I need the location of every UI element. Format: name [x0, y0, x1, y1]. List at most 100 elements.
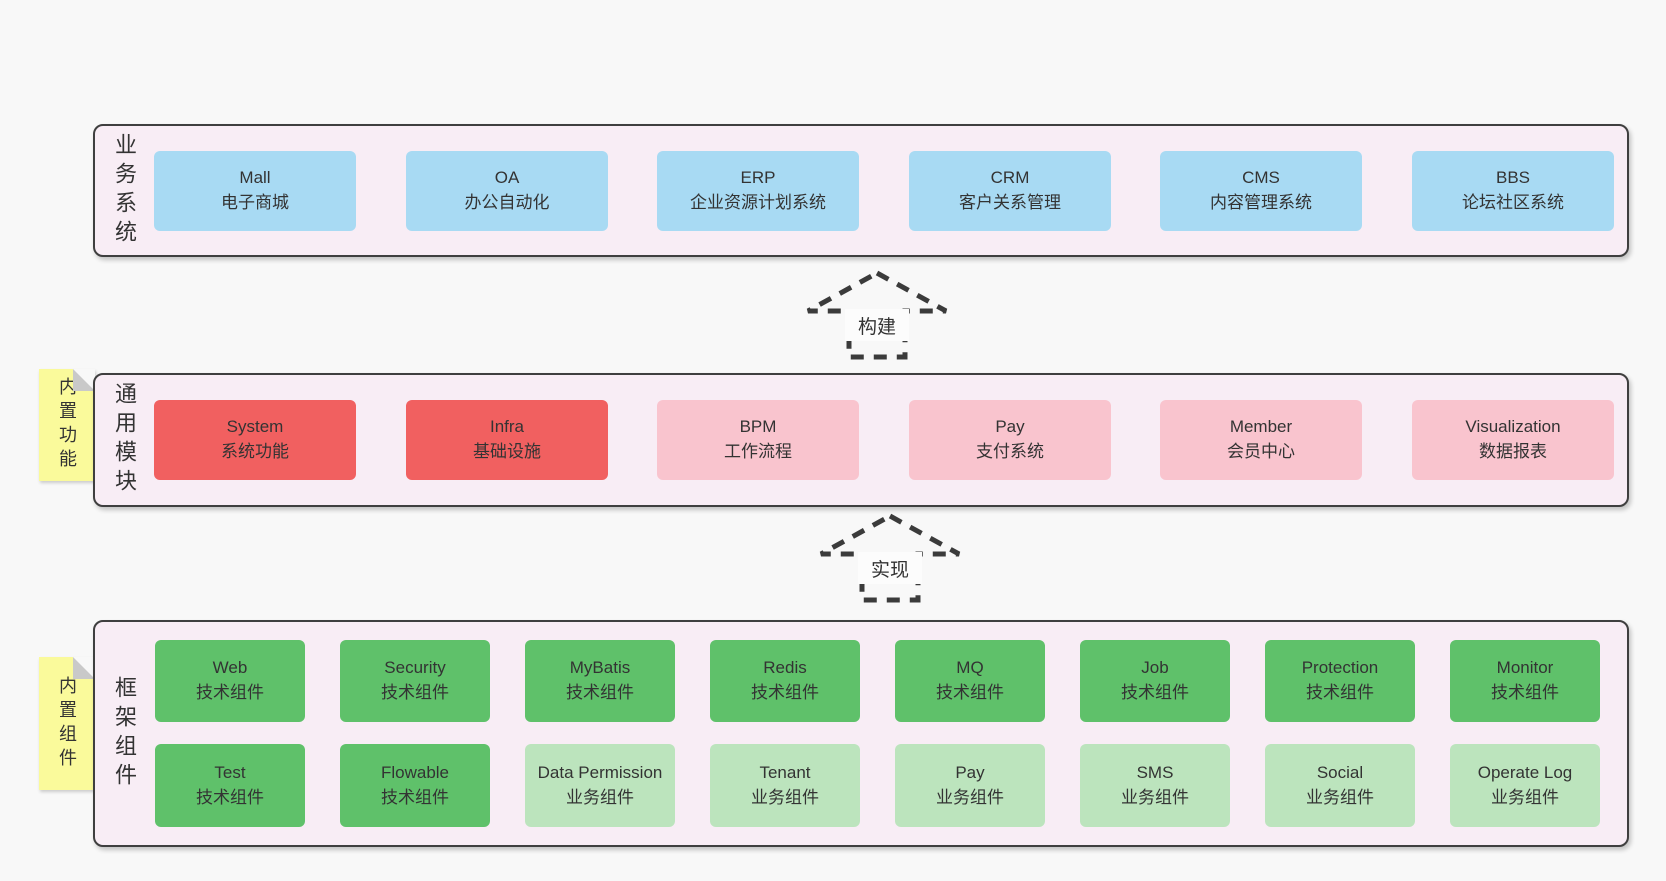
box-name: Flowable	[380, 762, 450, 782]
up-arrow-build-icon	[806, 270, 948, 360]
box-job: Job 技术组件	[1080, 640, 1230, 722]
box-desc: 技术组件	[381, 787, 449, 807]
fold-corner-icon	[73, 369, 95, 391]
box-desc: 工作流程	[724, 442, 792, 461]
box-name: Member	[1229, 417, 1293, 437]
box-pay-component: Pay 业务组件	[895, 744, 1045, 827]
arrow-implement-label: 实现	[858, 552, 922, 584]
box-desc: 数据报表	[1479, 442, 1547, 461]
box-mybatis: MyBatis 技术组件	[525, 640, 675, 722]
box-social: Social 业务组件	[1265, 744, 1415, 827]
box-desc: 业务组件	[751, 787, 819, 807]
box-desc: 系统功能	[221, 442, 289, 461]
box-desc: 业务组件	[1121, 787, 1189, 807]
box-desc: 内容管理系统	[1210, 193, 1312, 212]
box-operate-log: Operate Log 业务组件	[1450, 744, 1600, 827]
box-test: Test 技术组件	[155, 744, 305, 827]
box-desc: 电子商城	[221, 193, 289, 212]
box-name: BBS	[1495, 168, 1531, 188]
box-name: SMS	[1136, 762, 1174, 782]
box-name: Redis	[763, 658, 807, 678]
box-name: Monitor	[1496, 658, 1554, 678]
box-pay-module: Pay 支付系统	[909, 400, 1111, 480]
box-system: System 系统功能	[154, 400, 356, 480]
panel-business-systems-label: 业务系统	[112, 132, 137, 249]
box-name: MQ	[956, 658, 984, 678]
box-tenant: Tenant 业务组件	[710, 744, 860, 827]
box-crm: CRM 客户关系管理	[909, 151, 1111, 231]
box-name: Pay	[955, 762, 985, 782]
box-name: Protection	[1301, 658, 1379, 678]
box-cms: CMS 内容管理系统	[1160, 151, 1362, 231]
box-sms: SMS 业务组件	[1080, 744, 1230, 827]
box-mq: MQ 技术组件	[895, 640, 1045, 722]
box-name: Visualization	[1465, 417, 1561, 437]
box-desc: 技术组件	[1491, 683, 1559, 702]
box-desc: 技术组件	[936, 683, 1004, 702]
box-visualization: Visualization 数据报表	[1412, 400, 1614, 480]
tab-built-in-features-label: 内置功能	[57, 377, 77, 473]
up-arrow-implement-icon	[819, 513, 961, 603]
box-desc: 技术组件	[196, 683, 264, 702]
panel-common-modules-label: 通用模块	[112, 382, 137, 498]
box-flowable: Flowable 技术组件	[340, 744, 490, 827]
box-desc: 业务组件	[936, 787, 1004, 807]
box-data-permission: Data Permission 业务组件	[525, 744, 675, 827]
box-desc: 基础设施	[473, 442, 541, 461]
box-name: CMS	[1242, 168, 1280, 188]
box-desc: 业务组件	[1491, 787, 1559, 807]
box-desc: 论坛社区系统	[1462, 193, 1564, 212]
box-name: Pay	[995, 417, 1025, 437]
box-desc: 办公自动化	[464, 193, 550, 212]
box-name: Tenant	[759, 762, 811, 782]
box-redis: Redis 技术组件	[710, 640, 860, 722]
panel-business-systems: 业务系统 Mall 电子商城 OA 办公自动化 ERP 企业资源计划系统 CRM…	[93, 124, 1629, 257]
box-bpm: BPM 工作流程	[657, 400, 859, 480]
box-desc: 技术组件	[566, 683, 634, 702]
box-desc: 技术组件	[1306, 683, 1374, 702]
box-name: Data Permission	[537, 762, 663, 782]
box-desc: 技术组件	[751, 683, 819, 702]
box-desc: 客户关系管理	[959, 193, 1061, 212]
box-desc: 技术组件	[196, 787, 264, 807]
box-name: ERP	[740, 168, 776, 188]
box-name: CRM	[990, 168, 1030, 188]
box-desc: 企业资源计划系统	[690, 193, 826, 212]
box-desc: 支付系统	[976, 442, 1044, 461]
box-name: System	[226, 417, 284, 437]
tab-built-in-components: 内置组件	[39, 657, 95, 790]
box-desc: 业务组件	[1306, 787, 1374, 807]
arrow-build-label: 构建	[845, 309, 909, 341]
box-name: Security	[384, 658, 446, 678]
box-oa: OA 办公自动化	[406, 151, 608, 231]
tab-built-in-components-label: 内置组件	[57, 675, 77, 772]
box-name: Web	[212, 658, 248, 678]
box-name: Mall	[239, 168, 271, 188]
box-name: Infra	[489, 417, 525, 437]
box-bbs: BBS 论坛社区系统	[1412, 151, 1614, 231]
box-monitor: Monitor 技术组件	[1450, 640, 1600, 722]
box-security: Security 技术组件	[340, 640, 490, 722]
panel-framework-components-label: 框架组件	[112, 675, 137, 792]
box-name: Job	[1141, 658, 1169, 678]
box-name: BPM	[739, 417, 777, 437]
box-desc: 技术组件	[1121, 683, 1189, 702]
box-name: MyBatis	[569, 658, 631, 678]
box-member: Member 会员中心	[1160, 400, 1362, 480]
box-name: Test	[214, 762, 246, 782]
tab-built-in-features: 内置功能	[39, 369, 95, 481]
panel-framework-components: 框架组件 Web 技术组件 Security 技术组件 MyBatis 技术组件…	[93, 620, 1629, 847]
box-desc: 会员中心	[1227, 442, 1295, 461]
box-desc: 业务组件	[566, 787, 634, 807]
box-web: Web 技术组件	[155, 640, 305, 722]
box-infra: Infra 基础设施	[406, 400, 608, 480]
box-name: Operate Log	[1477, 762, 1573, 782]
box-mall: Mall 电子商城	[154, 151, 356, 231]
box-erp: ERP 企业资源计划系统	[657, 151, 859, 231]
fold-corner-icon	[73, 657, 95, 679]
box-name: OA	[494, 168, 520, 188]
panel-common-modules: 通用模块 System 系统功能 Infra 基础设施 BPM 工作流程 Pay…	[93, 373, 1629, 507]
box-protection: Protection 技术组件	[1265, 640, 1415, 722]
box-desc: 技术组件	[381, 683, 449, 702]
